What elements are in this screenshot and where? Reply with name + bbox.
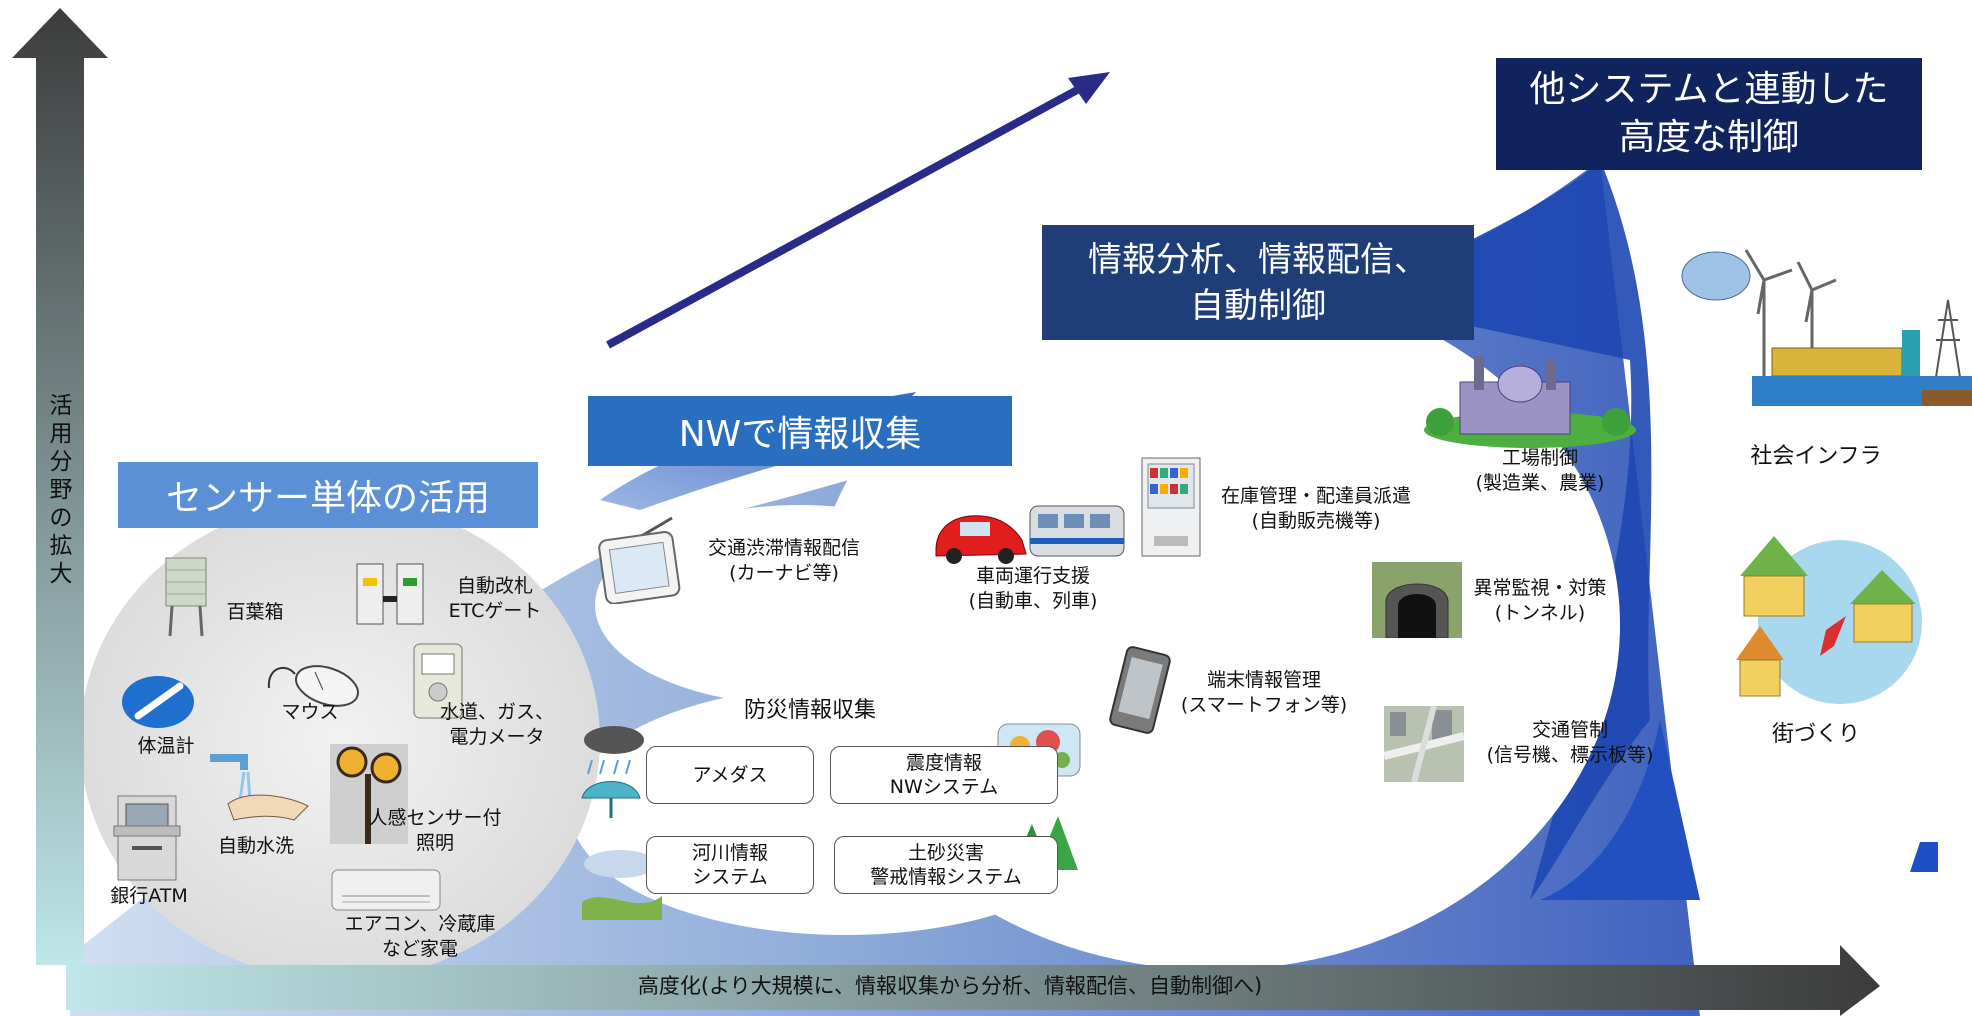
factory-icon <box>1424 356 1636 448</box>
mouse-icon <box>267 665 359 707</box>
meter-icon <box>413 643 463 719</box>
trend-arrow-line <box>606 79 1092 349</box>
stage-sensor-header: センサー単体の活用 <box>118 462 538 528</box>
sensor-circle <box>80 500 600 980</box>
network-ellipse <box>595 505 1005 705</box>
rain-cloud-icon <box>581 726 644 818</box>
river-cloud-icon <box>582 850 662 920</box>
sensor-item-label: エアコン、冷蔵庫 など家電 <box>344 913 496 960</box>
air-conditioner-icon <box>331 869 441 911</box>
ribbon-crest-3 <box>1350 160 1652 900</box>
street-lamp-icon <box>330 744 408 844</box>
disaster-box-landslide: 土砂災害 警戒情報システム <box>834 836 1058 894</box>
sensor-item-label: 自動水洗 <box>217 835 294 857</box>
x-axis-label: 高度化(より大規模に、情報収集から分析、情報配信、自動制御へ) <box>637 974 1263 998</box>
disaster-box-amedas: アメダス <box>646 746 814 804</box>
disaster-box-river: 河川情報 システム <box>646 836 814 894</box>
faucet-icon <box>210 754 309 821</box>
sensor-item-label: 銀行ATM <box>110 885 188 907</box>
x-axis-arrow <box>66 945 1880 1016</box>
analysis-item-label: 異常監視・対策 (トンネル) <box>1473 577 1607 624</box>
power-infrastructure-icon <box>1681 249 1972 406</box>
analysis-item-label: 交通管制 (信号機、標示板等) <box>1486 719 1654 766</box>
analysis-item-label: 端末情報管理 (スマートフォン等) <box>1180 669 1348 716</box>
car-navi-icon <box>598 516 681 604</box>
stage-analysis-header: 情報分析、情報配信、 自動制御 <box>1042 225 1474 340</box>
sensor-item-label: 人感センサー付 照明 <box>368 807 502 854</box>
town-icon <box>1736 536 1922 704</box>
sensor-item-label: マウス <box>281 701 339 723</box>
analysis-item-label: 在庫管理・配達員派遣 (自動販売機等) <box>1220 485 1411 532</box>
stage-advanced-header: 他システムと連動した 高度な制御 <box>1496 58 1922 170</box>
weather-box-icon <box>165 557 207 637</box>
disaster-title: 防災情報収集 <box>743 698 876 723</box>
network-item-label: 車両運行支援 (自動車、列車) <box>968 565 1098 612</box>
analysis-item-label: 工場制御 (製造業、農業) <box>1475 447 1605 494</box>
y-axis-arrow <box>12 8 108 965</box>
vending-machine-icon <box>1141 457 1201 557</box>
network-item-label: 交通渋滞情報配信 (カーナビ等) <box>707 537 860 584</box>
disaster-box-seismic: 震度情報 NWシステム <box>830 746 1058 804</box>
tunnel-icon <box>1372 562 1462 638</box>
ribbon-tail <box>1540 720 1700 900</box>
advanced-item-label: 街づくり <box>1771 722 1860 747</box>
smartphone-icon <box>1109 646 1171 734</box>
ribbon-marker <box>1910 842 1938 872</box>
sensor-item-label: 水道、ガス、 電力メータ <box>439 701 554 748</box>
sensor-item-label: 百葉箱 <box>226 601 284 623</box>
city-traffic-icon <box>1384 706 1464 782</box>
stage-network-header: NWで情報収集 <box>588 396 1012 466</box>
car-train-icon <box>935 505 1125 564</box>
thermometer-icon <box>122 676 194 728</box>
trend-arrow-head <box>1068 72 1110 104</box>
ticket-gate-icon <box>356 563 424 625</box>
advanced-item-label: 社会インフラ <box>1750 444 1882 469</box>
sensor-item-label: 自動改札 ETCゲート <box>448 575 542 622</box>
y-axis-label: 活用分野の拡大 <box>49 393 73 587</box>
atm-icon <box>113 795 181 881</box>
sensor-item-label: 体温計 <box>137 735 195 757</box>
